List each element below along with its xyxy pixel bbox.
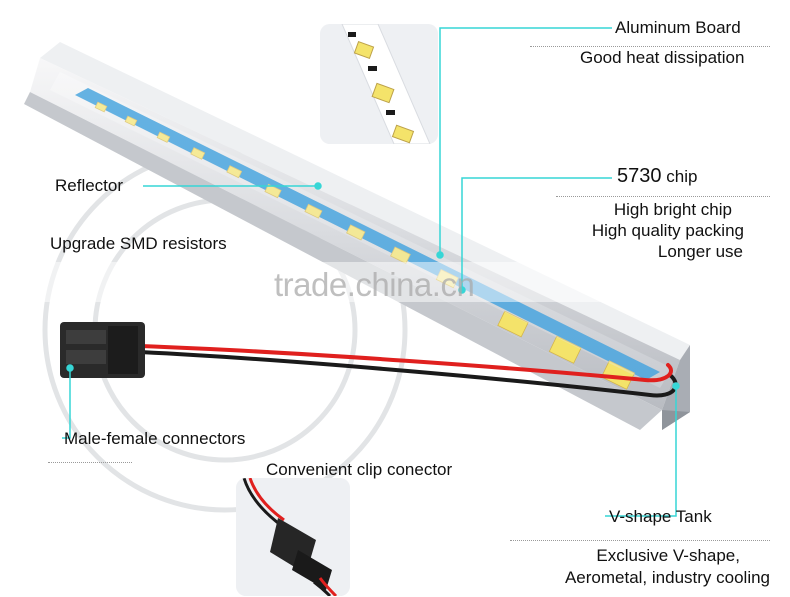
pcb-closeup-inset bbox=[320, 24, 438, 144]
clear-cover bbox=[50, 72, 672, 388]
label-v-shape-tank: V-shape Tank bbox=[609, 507, 712, 526]
label-high-quality: High quality packing bbox=[591, 221, 744, 240]
label-high-bright: High bright chip bbox=[613, 200, 732, 219]
divider-v-shape bbox=[510, 540, 770, 541]
clip-connector-image bbox=[236, 478, 350, 596]
label-clip-connector: Convenient clip conector bbox=[266, 460, 453, 479]
label-exclusive-v: Exclusive V-shape, bbox=[596, 546, 740, 565]
clip-connector-inset bbox=[236, 478, 350, 596]
leader-lines bbox=[62, 27, 680, 517]
male-female-connector bbox=[60, 322, 145, 378]
label-male-female: Male-female connectors bbox=[64, 429, 246, 448]
divider-male-female bbox=[48, 462, 132, 463]
label-aluminum-board: Aluminum Board bbox=[615, 18, 741, 37]
label-aerometal: Aerometal, industry cooling bbox=[564, 568, 770, 587]
label-chip: 5730 chip bbox=[617, 166, 697, 187]
chip-number: 5730 bbox=[617, 165, 662, 187]
divider-aluminum bbox=[530, 46, 770, 47]
watermark-text: trade.china.cn bbox=[274, 266, 475, 303]
label-upgrade-smd: Upgrade SMD resistors bbox=[50, 234, 227, 253]
divider-chip bbox=[556, 196, 770, 197]
wires bbox=[138, 344, 678, 398]
chip-word: chip bbox=[666, 167, 698, 186]
label-good-heat: Good heat dissipation bbox=[580, 48, 745, 67]
label-longer-use: Longer use bbox=[657, 242, 743, 261]
pcb-closeup-image bbox=[320, 24, 438, 144]
label-reflector: Reflector bbox=[55, 176, 124, 195]
